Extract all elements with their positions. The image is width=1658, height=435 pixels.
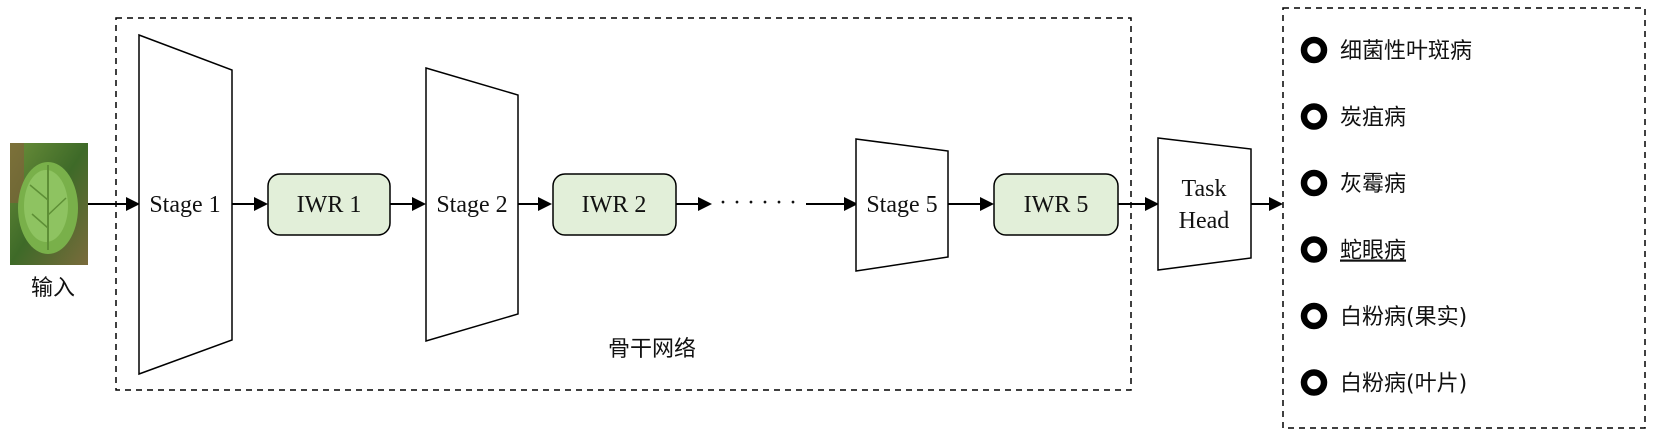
stage-5-block: [855, 138, 949, 272]
class-item: 白粉病(果实): [1300, 302, 1467, 330]
stage-5-label: Stage 5: [866, 192, 937, 218]
class-label: 白粉病(叶片): [1340, 372, 1467, 397]
task-head-block: [1157, 137, 1252, 271]
stage-2-block: [425, 66, 519, 343]
iwr-2-label: IWR 2: [582, 192, 647, 218]
class-bullet-icon: [1300, 302, 1328, 330]
classes-frame: [1282, 7, 1646, 429]
class-item: 白粉病(叶片): [1300, 369, 1467, 397]
class-bullet-icon: [1300, 169, 1328, 197]
backbone-label: 骨干网络: [608, 337, 696, 362]
class-bullet-icon: [1300, 36, 1328, 64]
ellipsis: · · · · · ·: [719, 190, 797, 216]
class-label: 白粉病(果实): [1340, 305, 1467, 330]
class-item: 细菌性叶斑病: [1300, 36, 1472, 64]
iwr-1-label: IWR 1: [297, 192, 362, 218]
class-label: 灰霉病: [1340, 172, 1406, 197]
class-bullet-icon: [1300, 103, 1328, 130]
stage-2-label: Stage 2: [436, 192, 507, 218]
task-head-label-line1: Task: [1182, 176, 1227, 202]
stage-1-block: [138, 33, 233, 376]
input-leaf-image: [10, 143, 88, 265]
task-head-label-line2: Head: [1179, 208, 1230, 234]
class-bullet-icon: [1300, 369, 1328, 396]
iwr-5-label: IWR 5: [1024, 192, 1089, 218]
input-label: 输入: [31, 276, 75, 301]
iwr-5-block: [993, 173, 1119, 236]
class-label: 蛇眼病: [1340, 239, 1406, 264]
class-bullet-icon: [1300, 236, 1328, 263]
class-item: 炭疽病: [1300, 103, 1406, 131]
class-item: 蛇眼病: [1300, 236, 1406, 264]
stage-1-label: Stage 1: [149, 192, 220, 218]
class-label: 细菌性叶斑病: [1340, 39, 1472, 64]
iwr-1-block: [267, 173, 391, 236]
class-label: 炭疽病: [1340, 106, 1406, 131]
iwr-2-block: [552, 173, 677, 236]
class-item: 灰霉病: [1300, 169, 1406, 197]
